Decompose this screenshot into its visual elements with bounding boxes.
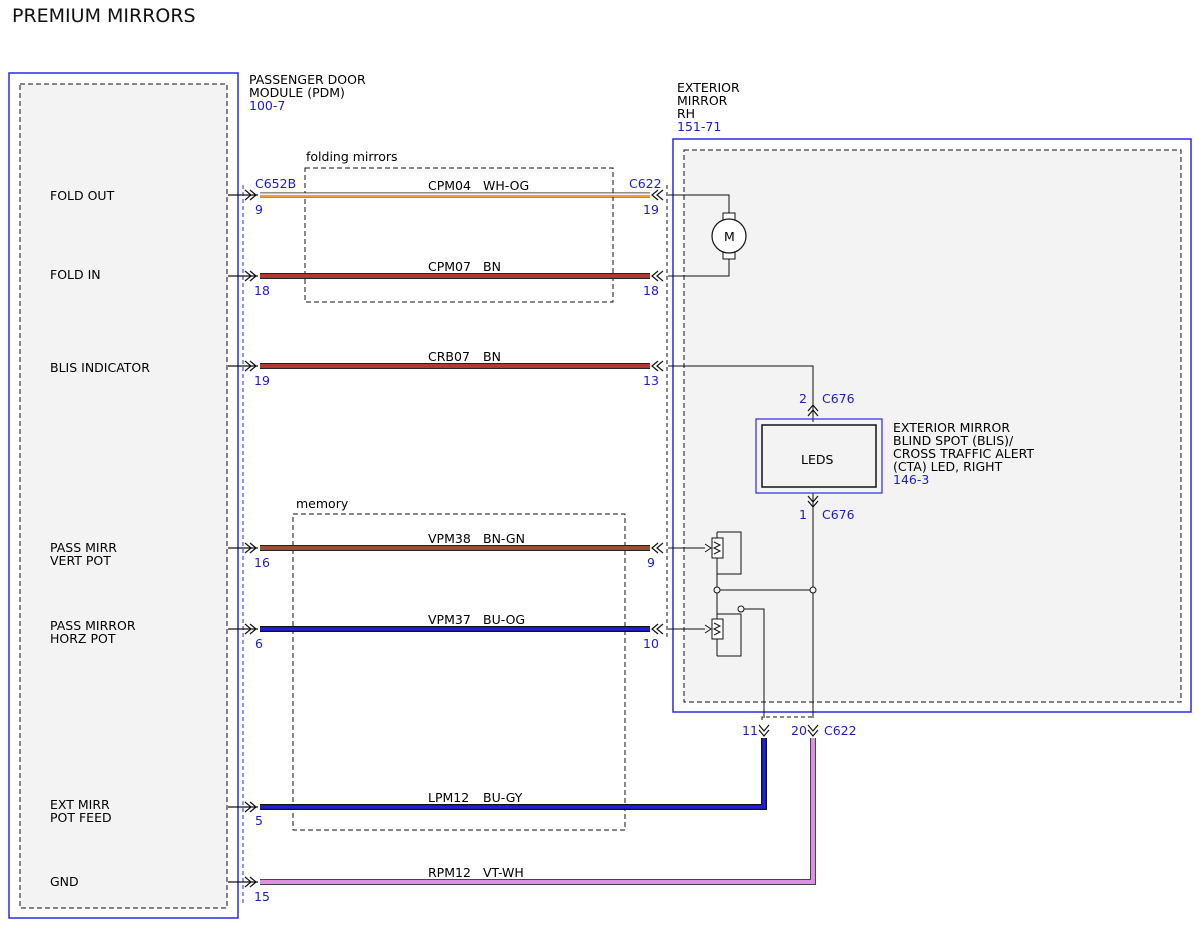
wire-cpm04-circuit: CPM04 <box>428 178 471 193</box>
pin-right-cpm04: 19 <box>643 202 659 217</box>
pdm-name-line2: MODULE (PDM) <box>249 85 345 100</box>
pdm-pin-horz-pot-line1: PASS MIRROR <box>50 618 136 633</box>
leds-connector-top: C676 <box>822 391 855 406</box>
wire-vpm38-circuit: VPM38 <box>428 531 471 546</box>
wire-lpm12 <box>260 738 766 809</box>
memory-group <box>292 513 626 831</box>
pdm-pin-horz-pot-line2: HORZ POT <box>50 631 116 646</box>
mirror-ref: 151-71 <box>677 119 721 134</box>
pdm-pin-blis-indicator: BLIS INDICATOR <box>50 360 150 375</box>
pdm-module-border <box>8 72 239 919</box>
folding-mirrors-label: folding mirrors <box>306 149 398 164</box>
pin-right-lpm12: 11 <box>742 723 758 738</box>
wire-vpm37-color: BU-OG <box>483 612 525 627</box>
pin-right-vpm38: 9 <box>647 555 655 570</box>
wire-vpm37-circuit: VPM37 <box>428 612 471 627</box>
pdm-pin-fold-out: FOLD OUT <box>50 188 115 203</box>
pin-left-vpm37: 6 <box>255 636 263 651</box>
mirror-connector-c622-bottom-outline <box>761 716 813 720</box>
wire-crb07-circuit: CRB07 <box>428 349 470 364</box>
leds-component-body <box>761 424 877 488</box>
pin-left-cpm04: 9 <box>255 202 263 217</box>
mirror-module-border <box>672 138 1192 713</box>
wire-crb07-color: BN <box>483 349 501 364</box>
leds-pin-arrows <box>807 404 819 508</box>
leds-connector-bottom: C676 <box>822 507 855 522</box>
wire-lpm12-circuit: LPM12 <box>428 790 469 805</box>
leds-label: LEDS <box>801 452 833 467</box>
leds-desc-line1: EXTERIOR MIRROR <box>893 420 1010 435</box>
pdm-pin-fold-in: FOLD IN <box>50 267 101 282</box>
leds-desc-line2: BLIND SPOT (BLIS)/ <box>893 433 1014 448</box>
pin-left-cpm07: 18 <box>254 283 270 298</box>
wire-lpm12-color: BU-GY <box>483 790 523 805</box>
pin-right-vpm37: 10 <box>643 636 659 651</box>
mirror-name-line1: EXTERIOR <box>677 80 740 95</box>
pdm-connector-label: C652B <box>255 176 296 191</box>
pin-left-rpm12: 15 <box>254 889 270 904</box>
wire-cpm04-color: WH-OG <box>483 178 529 193</box>
motor-label: M <box>724 229 735 244</box>
mirror-name-line3: RH <box>677 106 695 121</box>
pdm-pin-gnd: GND <box>50 874 79 889</box>
wire-cpm07-color: BN <box>483 259 501 274</box>
pdm-module-body <box>19 83 228 909</box>
mirror-connector-label-top: C622 <box>629 176 662 191</box>
wire-rpm12 <box>260 738 815 884</box>
memory-label: memory <box>296 496 349 511</box>
page-title: PREMIUM MIRRORS <box>12 5 196 27</box>
folding-mirrors-group <box>304 167 614 303</box>
pdm-pin-pot-feed-line2: POT FEED <box>50 810 112 825</box>
junction-dot <box>809 586 817 594</box>
mirror-connector-label-bottom: C622 <box>824 723 857 738</box>
pdm-ref: 100-7 <box>249 98 285 113</box>
pdm-pin-vert-pot-line2: VERT POT <box>50 553 111 568</box>
leds-desc-line4: (CTA) LED, RIGHT <box>893 459 1003 474</box>
leds-desc-line3: CROSS TRAFFIC ALERT <box>893 446 1034 461</box>
pdm-pin-arrows <box>228 189 258 888</box>
pin-left-vpm38: 16 <box>254 555 270 570</box>
pin-right-rpm12: 20 <box>791 723 807 738</box>
wire-rpm12-circuit: RPM12 <box>428 865 471 880</box>
wire-cpm07-circuit: CPM07 <box>428 259 471 274</box>
pdm-name-line1: PASSENGER DOOR <box>249 72 366 87</box>
leds-component-border <box>755 418 883 494</box>
mirror-name-line2: MIRROR <box>677 93 728 108</box>
pin-right-cpm07: 18 <box>643 283 659 298</box>
pdm-pin-vert-pot-line1: PASS MIRR <box>50 540 117 555</box>
junction-dot <box>713 586 721 594</box>
leds-pin-bottom: 1 <box>799 507 807 522</box>
pin-right-crb07: 13 <box>643 373 659 388</box>
pin-left-crb07: 19 <box>254 373 270 388</box>
mirror-pin-arrows <box>651 189 819 737</box>
vertical-potentiometer-icon <box>704 537 724 559</box>
pin-left-lpm12: 5 <box>255 813 263 828</box>
pdm-pin-pot-feed-line1: EXT MIRR <box>50 797 110 812</box>
wire-rpm12-color: VT-WH <box>483 865 524 880</box>
motor-icon <box>711 212 747 260</box>
junction-dot <box>737 605 745 613</box>
leds-ref: 146-3 <box>893 472 929 487</box>
wire-vpm38-color: BN-GN <box>483 531 525 546</box>
horizontal-potentiometer-icon <box>704 618 724 640</box>
leds-pin-top: 2 <box>799 391 807 406</box>
